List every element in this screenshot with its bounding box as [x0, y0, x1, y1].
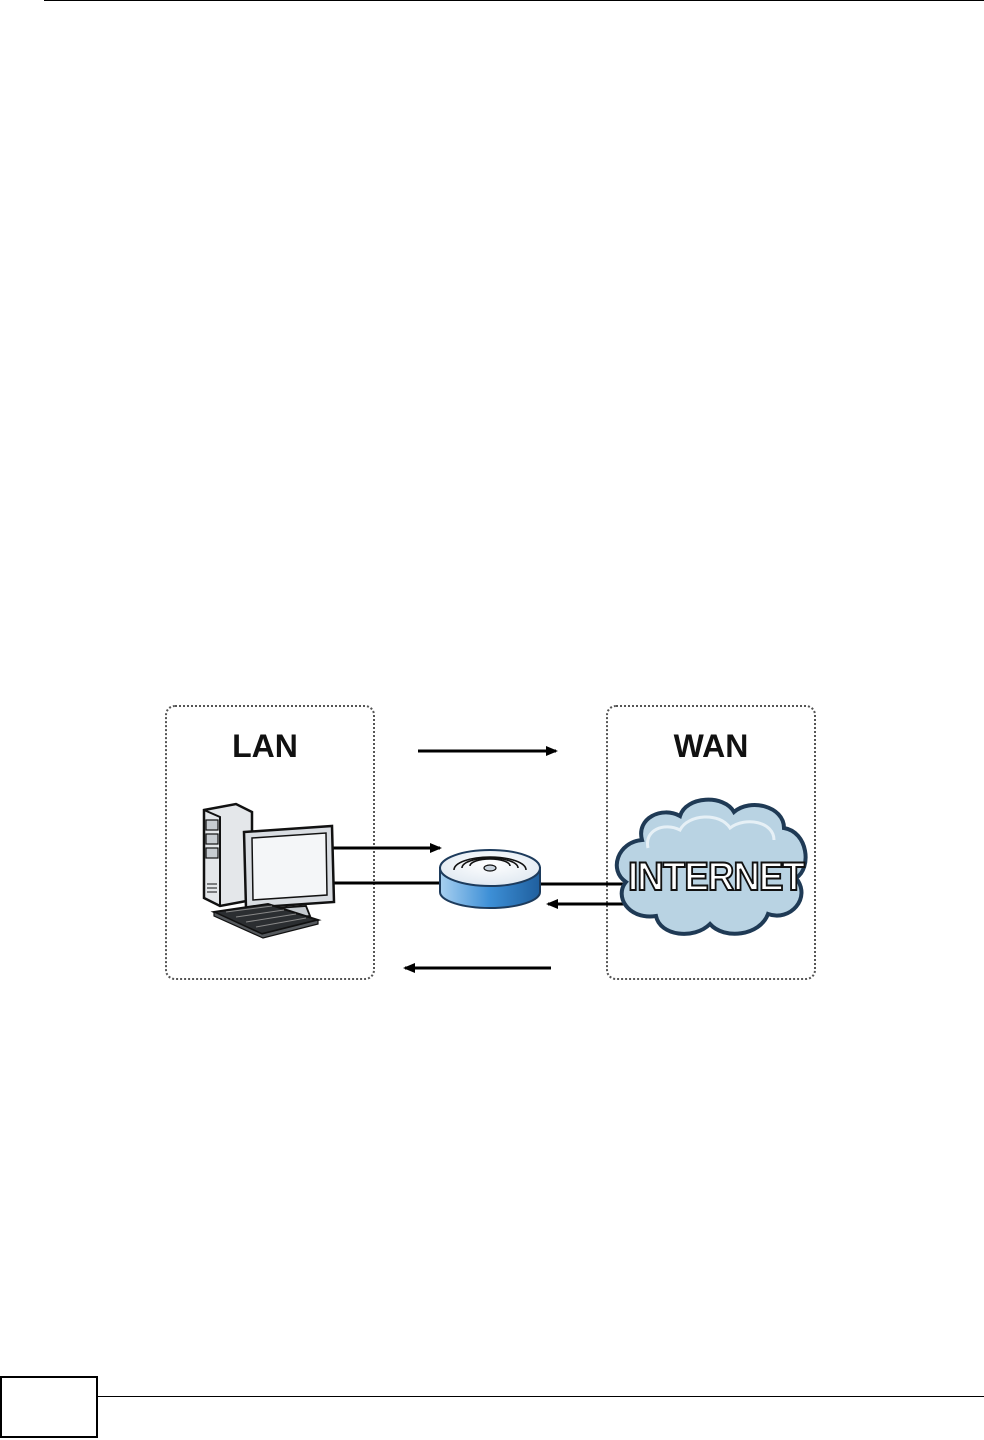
- computer-icon: [204, 804, 334, 938]
- footer-rule: [98, 1396, 984, 1397]
- router-icon: [440, 850, 540, 908]
- internet-cloud-icon: INTERNET: [617, 800, 806, 934]
- page-number-box: [0, 1376, 98, 1438]
- internet-text: INTERNET: [628, 855, 805, 899]
